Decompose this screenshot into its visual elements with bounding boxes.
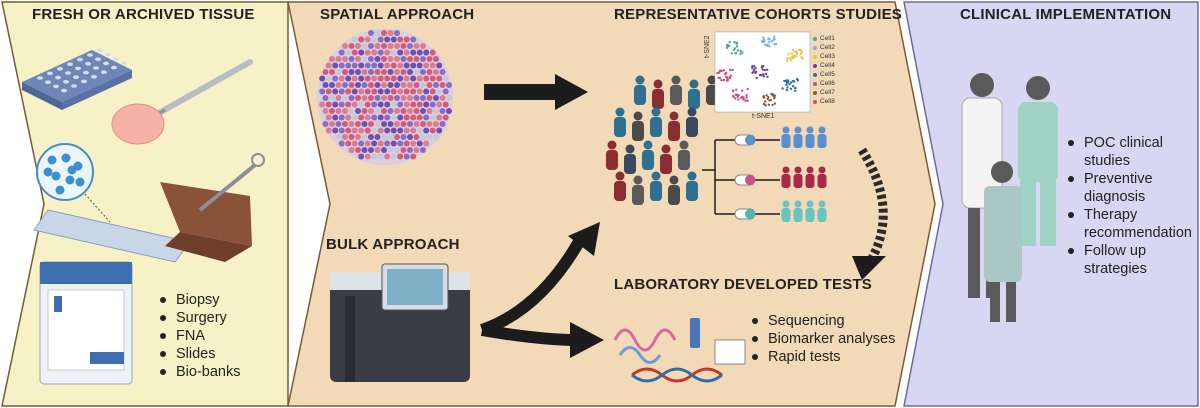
legend-label: Cell3 xyxy=(820,53,835,60)
legend-swatch xyxy=(813,54,817,59)
ldt-list: Sequencing Biomarker analyses Rapid test… xyxy=(752,312,895,366)
tsne-legend-item: Cell3 xyxy=(813,52,835,61)
spatial-approach-title: SPATIAL APPROACH xyxy=(320,6,475,23)
slide-icon xyxy=(33,209,191,263)
stratification-icon xyxy=(702,126,827,222)
sequencer-icon xyxy=(330,263,470,382)
arrow-spatial-to-cohorts xyxy=(484,74,588,110)
list-item: POC clinical studies xyxy=(1068,134,1198,170)
freezer-icon xyxy=(39,261,133,385)
list-item: Biopsy xyxy=(160,291,240,309)
ldt-title: LABORATORY DEVELOPED TESTS xyxy=(614,276,873,293)
list-item: Follow up strategies xyxy=(1068,242,1198,278)
microscope-cells-icon xyxy=(36,143,111,223)
legend-swatch xyxy=(813,90,817,95)
legend-label: Cell4 xyxy=(820,62,835,69)
list-item: Therapy recommendation xyxy=(1068,206,1198,242)
clinicians-patient-icon xyxy=(961,73,1058,322)
list-item: Preventive diagnosis xyxy=(1068,170,1198,206)
legend-swatch xyxy=(813,99,817,104)
legend-swatch xyxy=(813,72,817,77)
legend-label: Cell5 xyxy=(820,71,835,78)
list-item: Surgery xyxy=(160,309,240,327)
legend-swatch xyxy=(813,45,817,50)
legend-swatch xyxy=(813,81,817,86)
bulk-approach-title: BULK APPROACH xyxy=(326,236,460,253)
list-item: Biomarker analyses xyxy=(752,330,895,348)
tsne-plot xyxy=(714,31,811,113)
tsne-ylabel: t-SNE2 xyxy=(704,35,711,58)
tsne-legend-item: Cell4 xyxy=(813,61,835,70)
legend-label: Cell6 xyxy=(820,80,835,87)
list-item: Rapid tests xyxy=(752,348,895,366)
legend-label: Cell1 xyxy=(820,35,835,42)
list-item: FNA xyxy=(160,327,240,345)
lab-test-icon xyxy=(613,318,746,383)
bulk-arrows-icon xyxy=(479,222,604,358)
legend-swatch xyxy=(813,63,817,68)
legend-label: Cell8 xyxy=(820,98,835,105)
legend-label: Cell2 xyxy=(820,44,835,51)
tsne-legend-item: Cell7 xyxy=(813,88,835,97)
people-cohort-icon xyxy=(606,75,718,205)
clinical-list: POC clinical studies Preventive diagnosi… xyxy=(1068,134,1198,278)
well-plate-icon xyxy=(22,48,132,110)
legend-label: Cell7 xyxy=(820,89,835,96)
tissue-panel-title: FRESH OR ARCHIVED TISSUE xyxy=(32,6,255,23)
tsne-legend-item: Cell2 xyxy=(813,43,835,52)
legend-swatch xyxy=(813,36,817,41)
list-item: Slides xyxy=(160,345,240,363)
tsne-xlabel: t-SNE1 xyxy=(752,113,775,120)
tsne-legend-item: Cell8 xyxy=(813,97,835,106)
spatial-array-icon xyxy=(317,29,453,165)
tsne-legend-item: Cell5 xyxy=(813,70,835,79)
tsne-legend-item: Cell6 xyxy=(813,79,835,88)
clinical-panel-title: CLINICAL IMPLEMENTATION xyxy=(960,6,1172,23)
tissue-source-list: Biopsy Surgery FNA Slides Bio-banks xyxy=(160,291,240,381)
tissue-sample-icon xyxy=(111,103,165,145)
list-item: Sequencing xyxy=(752,312,895,330)
cohorts-title: REPRESENTATIVE COHORTS STUDIES xyxy=(614,6,902,23)
curved-dashed-arrow xyxy=(852,147,888,280)
tsne-legend-item: Cell1 xyxy=(813,34,835,43)
fna-syringe-icon xyxy=(160,153,265,262)
list-item: Bio-banks xyxy=(160,363,240,381)
